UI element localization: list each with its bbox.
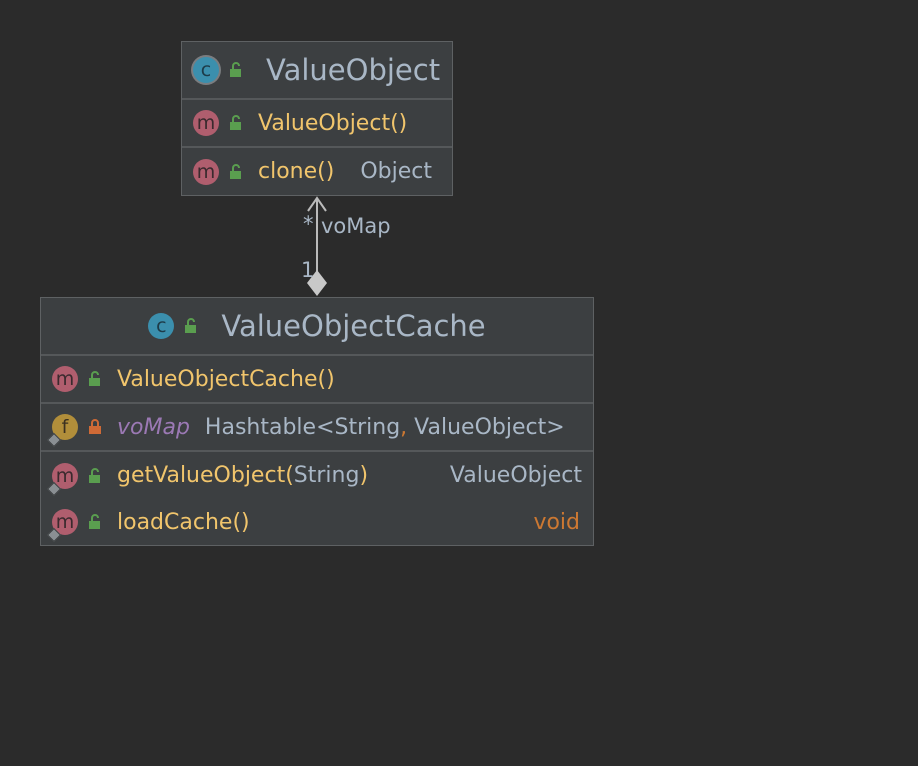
member-row-clone[interactable]: m clone() Object bbox=[182, 148, 452, 195]
multiplicity-target-label: * bbox=[303, 212, 314, 236]
field-type-comma: , bbox=[400, 414, 408, 440]
method-parens: () bbox=[317, 366, 335, 392]
member-row-field-vomap[interactable]: f voMap Hashtable<String, ValueObject> bbox=[41, 404, 593, 452]
unlocked-icon bbox=[230, 62, 241, 77]
unlocked-icon bbox=[89, 371, 100, 386]
member-row-get-value-object[interactable]: m getValueObject(String) ValueObject bbox=[41, 452, 593, 499]
unlocked-icon bbox=[89, 467, 100, 483]
class-value-object[interactable]: c ValueObject m ValueObject() m clone() … bbox=[181, 41, 453, 196]
member-row-constructor[interactable]: m ValueObject() bbox=[182, 100, 452, 148]
multiplicity-source-label: 1 bbox=[301, 258, 315, 282]
field-type: Hashtable<String, ValueObject> bbox=[205, 415, 565, 440]
field-icon: f bbox=[46, 414, 78, 448]
unlocked-icon bbox=[230, 115, 241, 130]
method-name: ValueObjectCache bbox=[117, 366, 318, 392]
static-marker-icon bbox=[46, 481, 62, 496]
field-name: voMap bbox=[117, 414, 190, 440]
method-close-paren: ) bbox=[359, 463, 369, 488]
unlocked-icon bbox=[185, 318, 197, 333]
unlocked-icon bbox=[89, 514, 100, 529]
field-type-prefix: Hashtable<String bbox=[204, 414, 401, 440]
class-name: ValueObject bbox=[266, 53, 441, 87]
class-icon: c bbox=[148, 313, 175, 339]
arrowhead bbox=[307, 196, 327, 212]
method-name: clone bbox=[258, 159, 318, 184]
return-type: ValueObject bbox=[449, 463, 582, 488]
return-type: Object bbox=[360, 159, 432, 184]
unlocked-icon bbox=[230, 163, 241, 179]
class-icon: c bbox=[193, 57, 219, 83]
method-parens: () bbox=[232, 509, 250, 535]
class-name: ValueObjectCache bbox=[221, 309, 486, 343]
locked-icon bbox=[89, 419, 101, 434]
member-row-constructor[interactable]: m ValueObjectCache() bbox=[41, 356, 593, 404]
class-header: c ValueObject bbox=[182, 42, 452, 100]
method-name: ValueObject bbox=[258, 110, 391, 136]
role-name-label: voMap bbox=[321, 214, 391, 238]
class-header: c ValueObjectCache bbox=[41, 298, 593, 356]
method-icon: m bbox=[193, 110, 219, 136]
class-value-object-cache[interactable]: c ValueObjectCache m ValueObjectCache() … bbox=[40, 297, 594, 546]
field-type-suffix: ValueObject> bbox=[407, 414, 565, 440]
method-parens: () bbox=[390, 110, 408, 136]
method-open-paren: ( bbox=[285, 463, 294, 488]
method-icon: m bbox=[46, 509, 78, 543]
method-name: getValueObject bbox=[117, 463, 286, 488]
method-icon: m bbox=[46, 462, 78, 496]
method-icon: m bbox=[193, 158, 219, 185]
method-param: String bbox=[293, 463, 360, 488]
method-icon: m bbox=[52, 366, 78, 392]
member-row-load-cache[interactable]: m loadCache () void bbox=[41, 499, 593, 545]
method-name: loadCache bbox=[117, 509, 233, 535]
static-marker-icon bbox=[46, 432, 62, 448]
method-parens: () bbox=[317, 159, 335, 184]
return-type: void bbox=[533, 509, 580, 535]
static-marker-icon bbox=[46, 527, 62, 543]
